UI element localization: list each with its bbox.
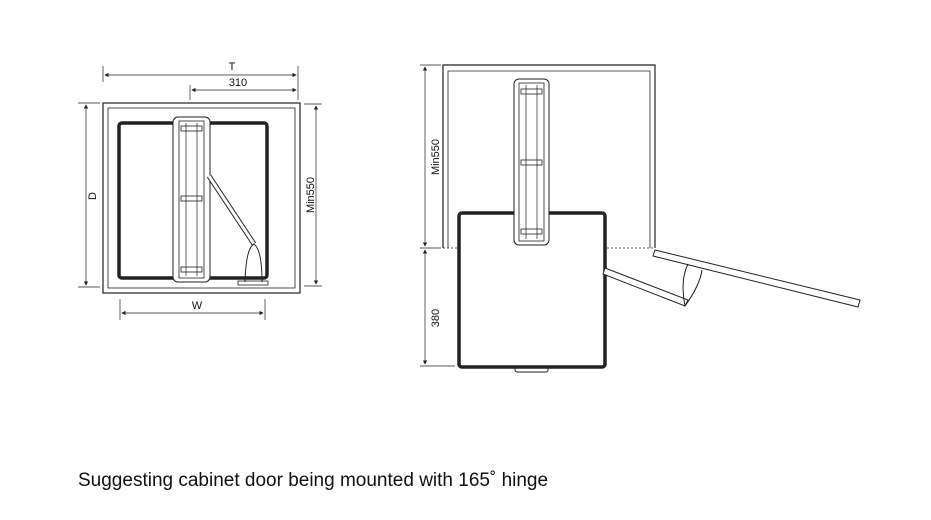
center-column-inner: [178, 120, 205, 279]
cabinet-outline: [442, 64, 656, 248]
center-column: [172, 116, 211, 283]
cabinet-inner-outline: [107, 107, 296, 289]
cabinet-door-open: [652, 249, 861, 308]
basket-handle: [514, 366, 549, 373]
hinge-base: [237, 280, 269, 286]
left-cabinet-diagram: [78, 66, 322, 320]
cabinet-outline: [102, 102, 301, 294]
right-cabinet-diagram: [420, 64, 861, 373]
dim-label-w: W: [192, 300, 203, 312]
dim-label-380: 380: [430, 309, 442, 327]
hinge: [682, 263, 703, 307]
dim-label-t: T: [229, 61, 236, 73]
dim-label-min550-left: Min550: [305, 177, 317, 213]
hinge: [244, 243, 263, 283]
caption: Suggesting cabinet door being mounted wi…: [78, 470, 549, 491]
dim-label-min550-right: Min550: [430, 139, 442, 175]
dim-label-d: D: [87, 192, 99, 200]
center-column: [513, 78, 550, 246]
dim-label-310: 310: [229, 77, 247, 89]
hinge-arm: [602, 267, 689, 307]
